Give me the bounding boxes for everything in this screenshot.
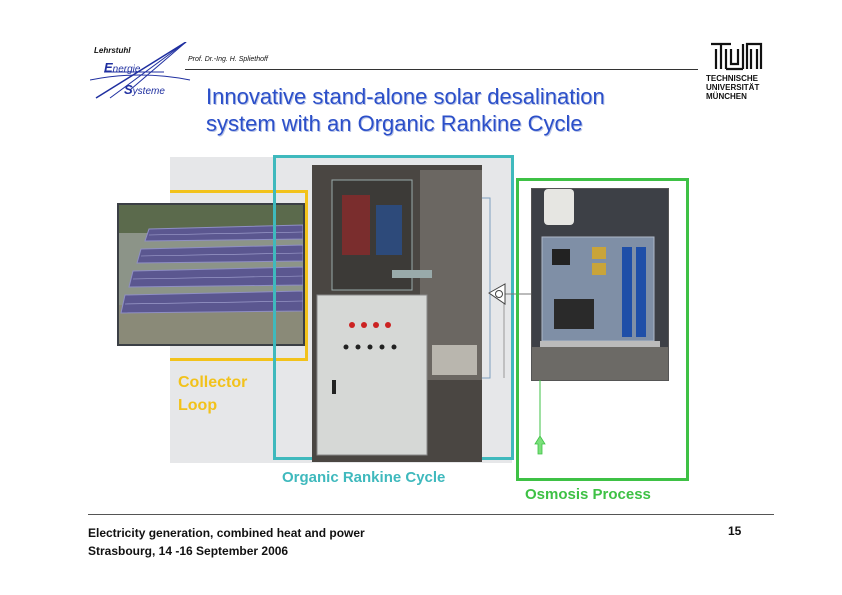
footer-divider — [88, 514, 774, 515]
turbine-symbol-icon — [488, 283, 506, 305]
chair-logo-initial-e: E — [104, 60, 113, 75]
footer-conference-info: Electricity generation, combined heat an… — [88, 524, 365, 560]
water-inlet-arrow-icon — [534, 380, 546, 455]
osmosis-unit-photo — [531, 188, 669, 381]
footer-line-1: Electricity generation, combined heat an… — [88, 526, 365, 540]
footer-line-2: Strasbourg, 14 -16 September 2006 — [88, 544, 289, 558]
tum-text-line-1: TECHNISCHE — [706, 74, 759, 83]
orc-label: Organic Rankine Cycle — [282, 469, 446, 486]
solar-collector-image-icon — [119, 205, 303, 344]
tum-logo-icon — [711, 42, 763, 71]
slide-title-line-2: system with an Organic Rankine Cycle — [206, 111, 583, 136]
slide-title-line-1: Innovative stand-alone solar desalinatio… — [206, 84, 605, 109]
tum-university-name: TECHNISCHE UNIVERSITÄT MÜNCHEN — [706, 74, 766, 101]
slide-title: Innovative stand-alone solar desalinatio… — [206, 83, 686, 137]
chair-logo-word-energie: nergie — [112, 64, 141, 75]
chair-logo-word-systeme: ysteme — [132, 86, 165, 97]
professor-name: Prof. Dr.-Ing. H. Spliethoff — [188, 56, 268, 63]
orc-machine-image-icon — [312, 165, 482, 462]
chair-logo: Lehrstuhl Energie Systeme — [90, 42, 200, 104]
chair-logo-text-1: Lehrstuhl — [94, 46, 131, 55]
tum-text-line-2: UNIVERSITÄT — [706, 83, 760, 92]
page-number: 15 — [728, 524, 742, 538]
collector-loop-label-line-2: Loop — [178, 397, 218, 414]
chair-logo-initial-s: S — [124, 82, 133, 97]
solar-collector-photo — [117, 203, 305, 346]
collector-loop-label-line-1: Collector — [178, 374, 248, 391]
osmosis-unit-image-icon — [532, 189, 668, 380]
osmosis-frame — [516, 178, 689, 481]
collector-loop-label: Collector Loop — [178, 371, 247, 417]
chair-logo-text-2: Energie — [104, 60, 140, 75]
header-divider — [185, 69, 698, 70]
chair-logo-swoosh-icon — [90, 42, 191, 99]
osmosis-label: Osmosis Process — [525, 486, 651, 503]
chair-logo-text-3: Systeme — [124, 82, 165, 97]
collector-loop-frame — [170, 190, 308, 361]
tum-text-line-3: MÜNCHEN — [706, 92, 747, 101]
tum-logo — [706, 41, 766, 106]
orc-machine-photo — [312, 165, 482, 462]
